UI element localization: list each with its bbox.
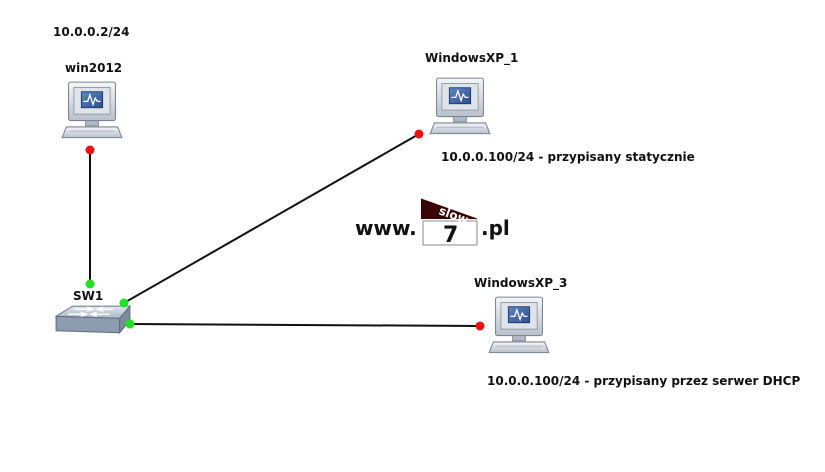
- link-sw1-windowsxp1[interactable]: [123, 133, 420, 304]
- win2012-ip-label: 10.0.0.2/24: [53, 25, 130, 39]
- windowsxp3-note-label: 10.0.0.100/24 - przypisany przez serwer …: [487, 374, 801, 388]
- win2012-computer-icon[interactable]: [61, 81, 123, 139]
- windowsxp1-note-label: 10.0.0.100/24 - przypisany statycznie: [441, 150, 695, 164]
- logo-badge: slow 7: [420, 198, 478, 248]
- port-win2012: [85, 145, 95, 155]
- port-sw1-to-windowsxp1: [119, 298, 129, 308]
- port-sw1-to-windowsxp3: [125, 319, 135, 329]
- sw1-name-label: SW1: [73, 289, 104, 303]
- port-sw1-to-win2012: [85, 279, 95, 289]
- sw1-switch-icon[interactable]: [55, 305, 131, 334]
- link-sw1-windowsxp3[interactable]: [129, 323, 481, 327]
- logo-prefix: www.: [355, 216, 417, 240]
- windowsxp1-computer-icon[interactable]: [429, 77, 491, 135]
- windowsxp1-name-label: WindowsXP_1: [425, 51, 519, 65]
- port-windowsxp3: [475, 321, 485, 331]
- windowsxp3-name-label: WindowsXP_3: [474, 276, 568, 290]
- logo-suffix: .pl: [481, 216, 510, 240]
- logo-badge-bottom: 7: [443, 223, 458, 248]
- windowsxp3-computer-icon[interactable]: [488, 296, 550, 354]
- port-windowsxp1: [414, 129, 424, 139]
- slow7-logo: www. slow 7 .pl: [355, 197, 515, 249]
- win2012-name-label: win2012: [65, 61, 123, 75]
